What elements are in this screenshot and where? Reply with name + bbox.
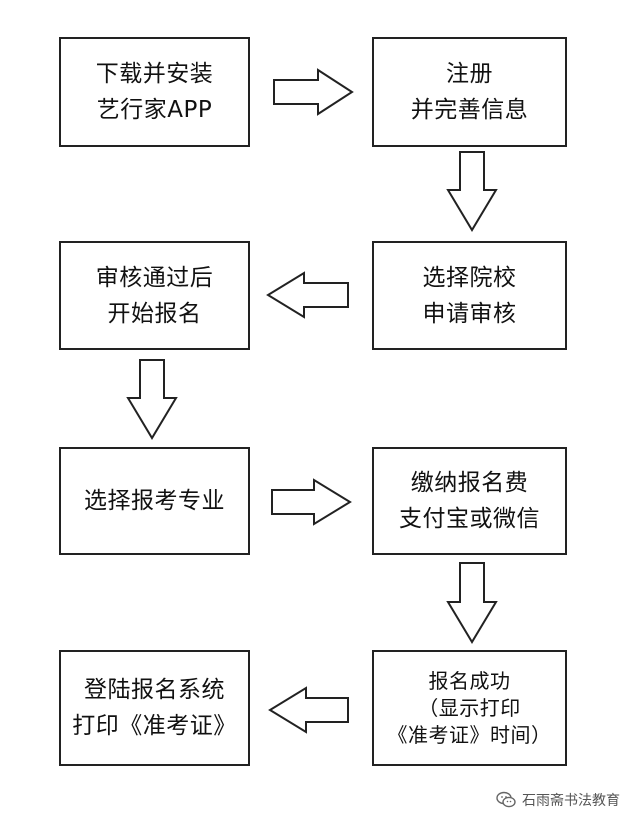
arrow-right-1 — [273, 68, 354, 116]
step-text: 支付宝或微信 — [399, 506, 540, 532]
step-text: 《准考证》时间） — [387, 722, 552, 747]
step-box-pay-fee: 缴纳报名费 支付宝或微信 — [372, 447, 567, 555]
step-text: 登陆报名系统 — [84, 677, 225, 703]
arrow-left-1 — [266, 271, 349, 319]
watermark-text: 石雨斋书法教育 — [522, 793, 620, 809]
step-text: 选择院校 — [422, 264, 517, 291]
step-text: 报名成功 — [428, 668, 511, 693]
step-text: 注册 — [446, 61, 493, 87]
wechat-icon — [496, 791, 516, 809]
step-text: 并完善信息 — [410, 97, 529, 123]
step-text: 艺行家APP — [96, 97, 213, 123]
step-box-print-admission-ticket: 登陆报名系统 打印《准考证》 — [59, 650, 250, 766]
step-box-download-app: 下载并安装 艺行家APP — [59, 37, 250, 147]
watermark: 石雨斋书法教育 — [496, 790, 620, 810]
step-text: 缴纳报名费 — [410, 470, 529, 496]
step-box-choose-major: 选择报考专业 — [59, 447, 250, 555]
step-box-review-passed: 审核通过后 开始报名 — [59, 241, 250, 350]
step-box-registration-success: 报名成功 （显示打印 《准考证》时间） — [372, 650, 567, 766]
step-box-register: 注册 并完善信息 — [372, 37, 567, 147]
step-text: 申请审核 — [422, 300, 517, 327]
arrow-left-2 — [268, 686, 349, 734]
step-box-choose-school: 选择院校 申请审核 — [372, 241, 567, 350]
step-text: （显示打印 — [418, 695, 521, 720]
arrow-down-3 — [446, 562, 498, 644]
step-text: 打印《准考证》 — [72, 713, 237, 739]
arrow-down-1 — [446, 151, 498, 232]
step-text: 选择报考专业 — [84, 488, 225, 514]
arrow-right-2 — [271, 478, 352, 526]
arrow-down-2 — [126, 359, 178, 440]
step-text: 下载并安装 — [95, 61, 214, 87]
step-text: 开始报名 — [107, 300, 202, 327]
step-text: 审核通过后 — [95, 264, 214, 291]
